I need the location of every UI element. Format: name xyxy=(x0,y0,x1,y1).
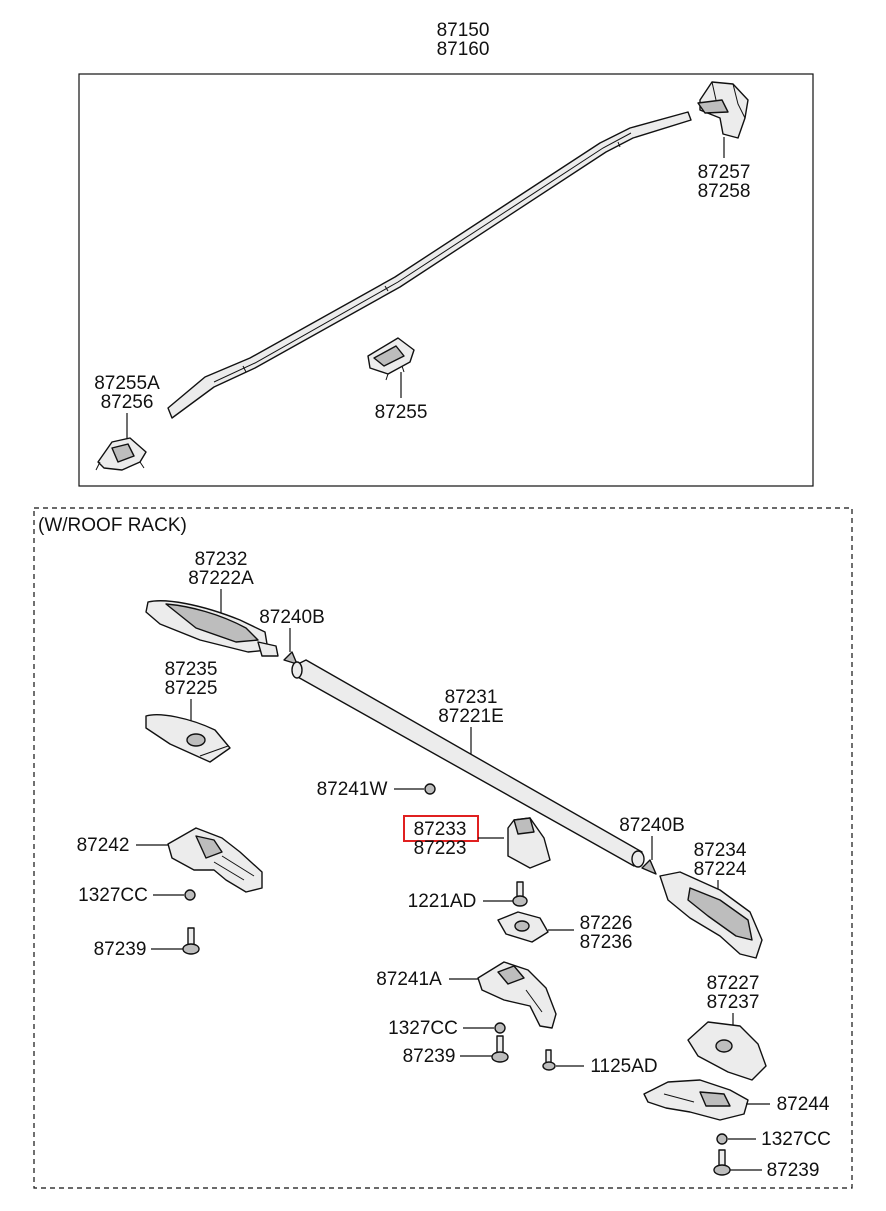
nut xyxy=(424,783,436,795)
label-87227: 87227 xyxy=(707,973,760,994)
label-1327cc-front: 1327CC xyxy=(78,885,148,906)
rear-seal xyxy=(641,859,657,875)
label-87231: 87231 xyxy=(445,687,498,708)
label-87244: 87244 xyxy=(777,1094,830,1115)
roof-rail xyxy=(167,111,692,419)
rear-bolt xyxy=(713,1149,731,1176)
label-87225: 87225 xyxy=(165,678,218,699)
front-pad xyxy=(145,714,231,763)
label-1125ad: 1125AD xyxy=(590,1056,657,1077)
lower-group-frame xyxy=(33,507,853,1189)
label-87235: 87235 xyxy=(165,659,218,680)
label-87240b-front: 87240B xyxy=(259,607,325,628)
label-87258: 87258 xyxy=(698,181,751,202)
label-87239-rear: 87239 xyxy=(767,1160,820,1181)
label-87222a: 87222A xyxy=(188,568,254,589)
label-87237: 87237 xyxy=(707,992,760,1013)
front-clip xyxy=(95,437,147,471)
rear-bracket xyxy=(643,1079,749,1121)
highlight-87233 xyxy=(403,815,479,842)
mid-screw xyxy=(512,881,528,907)
mid-screw-b xyxy=(542,1049,556,1071)
label-87242: 87242 xyxy=(77,835,130,856)
rear-washer xyxy=(716,1133,728,1145)
mid-bolt xyxy=(491,1035,509,1063)
roof-rack-title: (W/ROOF RACK) xyxy=(38,515,187,536)
label-87226: 87226 xyxy=(580,913,633,934)
label-87257: 87257 xyxy=(698,162,751,183)
front-bolt xyxy=(182,927,200,955)
label-87256: 87256 xyxy=(101,392,154,413)
label-87221e: 87221E xyxy=(438,706,504,727)
mid-bracket xyxy=(477,961,557,1029)
rear-pad xyxy=(687,1021,767,1081)
label-87160: 87160 xyxy=(437,39,490,60)
label-87255a: 87255A xyxy=(94,373,160,394)
label-87255: 87255 xyxy=(375,402,428,423)
mid-washer xyxy=(494,1022,506,1034)
label-87224: 87224 xyxy=(694,859,747,880)
end-cap xyxy=(697,81,749,139)
upper-group-frame xyxy=(78,73,814,487)
mid-clip xyxy=(367,337,415,381)
label-87241w: 87241W xyxy=(317,779,388,800)
mid-cover xyxy=(507,817,551,869)
label-87239-mid: 87239 xyxy=(403,1046,456,1067)
label-87241a: 87241A xyxy=(376,969,442,990)
roof-rack-bar xyxy=(291,659,645,868)
label-87236: 87236 xyxy=(580,932,633,953)
label-1221ad: 1221AD xyxy=(408,891,477,912)
label-1327cc-rear: 1327CC xyxy=(761,1129,831,1150)
label-87232: 87232 xyxy=(195,549,248,570)
label-1327cc-mid: 1327CC xyxy=(388,1018,458,1039)
label-87150: 87150 xyxy=(437,20,490,41)
mid-pad xyxy=(497,911,549,943)
front-washer xyxy=(184,889,196,901)
label-87233: 87233 xyxy=(414,819,467,840)
label-87223: 87223 xyxy=(414,838,467,859)
label-87234: 87234 xyxy=(694,840,747,861)
front-bracket xyxy=(167,827,263,893)
front-seal xyxy=(283,651,298,665)
label-87240b-rear: 87240B xyxy=(619,815,685,836)
label-87239-front: 87239 xyxy=(94,939,147,960)
front-cover xyxy=(145,600,279,657)
rear-cover xyxy=(659,871,763,959)
